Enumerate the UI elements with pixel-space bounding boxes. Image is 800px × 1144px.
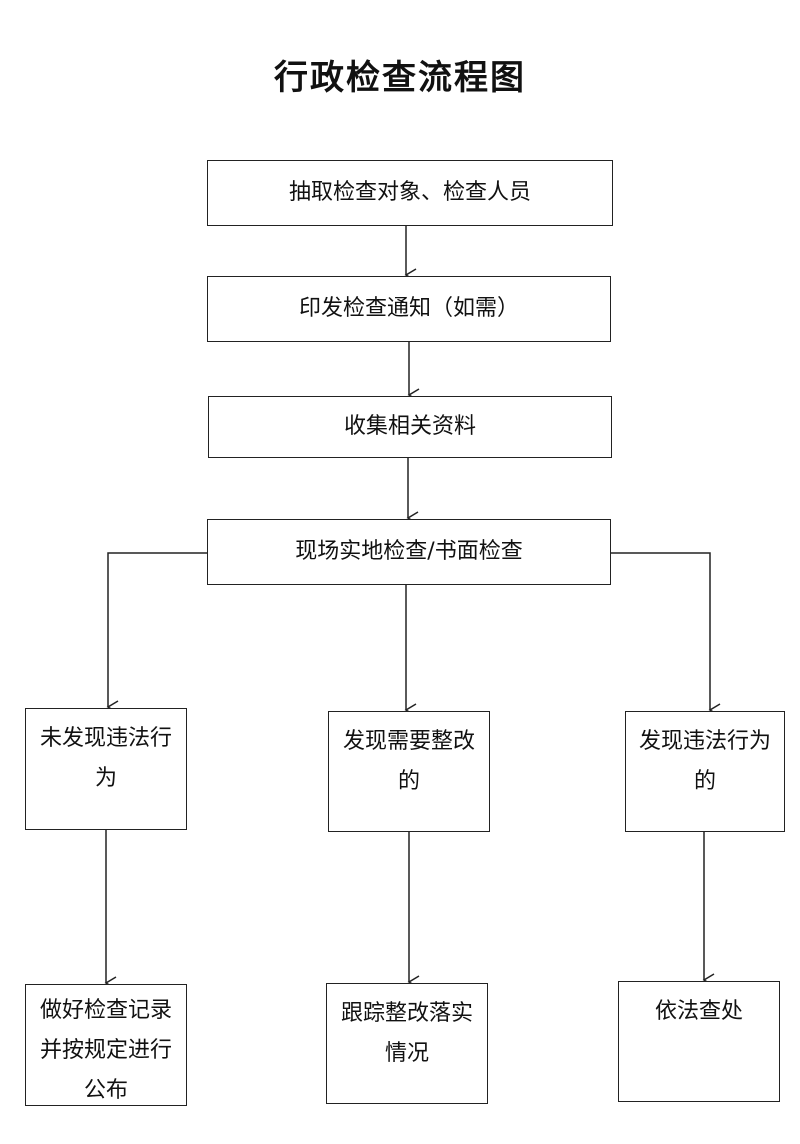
outcome-violation-found-label: 发现违法行为的 xyxy=(638,729,771,794)
step-issue-notice: 印发检查通知（如需） xyxy=(207,276,611,342)
page-title: 行政检查流程图 xyxy=(274,58,526,98)
arrow-step4-branch-left xyxy=(106,552,207,714)
action-track-rectification: 跟踪整改落实情况 xyxy=(326,983,488,1104)
step-inspection-label: 现场实地检查/书面检查 xyxy=(295,539,523,564)
step-collect-materials-label: 收集相关资料 xyxy=(343,414,476,439)
action-record-and-publish: 做好检查记录并按规定进行公布 xyxy=(25,984,187,1106)
action-track-rectification-label: 跟踪整改落实情况 xyxy=(340,1001,473,1066)
step-collect-materials: 收集相关资料 xyxy=(208,396,612,458)
outcome-needs-rectification: 发现需要整改的 xyxy=(328,711,490,832)
action-penalize: 依法查处 xyxy=(618,981,780,1102)
action-penalize-label: 依法查处 xyxy=(654,999,743,1024)
outcome-violation-found: 发现违法行为的 xyxy=(625,711,785,832)
outcome-no-violation-label: 未发现违法行为 xyxy=(39,726,172,791)
step-select-targets: 抽取检查对象、检查人员 xyxy=(207,160,613,226)
action-record-and-publish-label: 做好检查记录并按规定进行公布 xyxy=(39,998,172,1103)
step-issue-notice-label: 印发检查通知（如需） xyxy=(298,296,519,321)
arrow-step4-branch-right xyxy=(611,552,721,717)
step-select-targets-label: 抽取检查对象、检查人员 xyxy=(288,180,531,205)
outcome-no-violation: 未发现违法行为 xyxy=(25,708,187,830)
step-inspection: 现场实地检查/书面检查 xyxy=(207,519,611,585)
outcome-needs-rectification-label: 发现需要整改的 xyxy=(342,729,475,794)
